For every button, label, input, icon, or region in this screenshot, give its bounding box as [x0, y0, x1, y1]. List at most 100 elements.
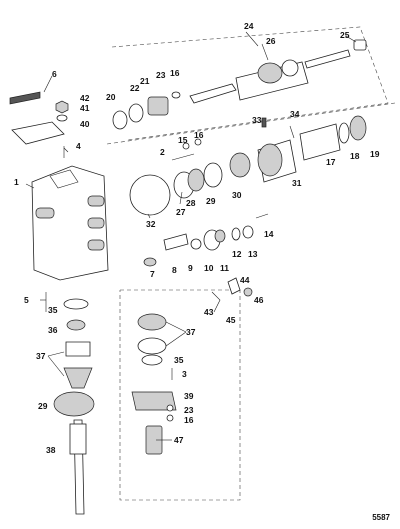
callout-6: 6	[52, 69, 57, 79]
nut-46	[243, 287, 253, 297]
callout-38: 38	[46, 445, 56, 455]
callout-36: 36	[48, 325, 58, 335]
screw-14	[255, 213, 269, 219]
driveshaft-assembly-outline	[111, 26, 389, 141]
callout-3: 3	[182, 369, 187, 379]
callout-11: 11	[220, 263, 229, 273]
callout-16-top: 16	[170, 68, 180, 78]
callout-8: 8	[172, 265, 177, 275]
callout-15: 15	[178, 135, 188, 145]
callout-30: 30	[232, 190, 242, 200]
seal-20	[112, 110, 128, 130]
callout-37-left: 37	[36, 351, 46, 361]
callout-37-right: 37	[186, 327, 196, 337]
seal-35-right	[141, 354, 163, 366]
callout-23: 23	[156, 70, 166, 80]
callout-21: 21	[140, 76, 150, 86]
callout-25: 25	[340, 30, 350, 40]
callout-41: 41	[80, 103, 90, 113]
callout-34: 34	[290, 109, 300, 119]
callout-24: 24	[244, 21, 254, 31]
gear-29-top	[203, 162, 223, 188]
bearing-28	[187, 168, 205, 192]
callout-35-right: 35	[174, 355, 184, 365]
clip-44	[227, 277, 241, 295]
callout-7-top: 7	[150, 269, 155, 279]
bearing-25	[353, 39, 367, 51]
callout-40: 40	[80, 119, 90, 129]
lower-assembly-outline	[119, 289, 241, 501]
sleeve-17	[299, 123, 341, 161]
callout-29-lower: 29	[38, 401, 48, 411]
callout-16-bottom: 16	[184, 415, 194, 425]
pin-33	[261, 117, 267, 128]
leader-lines	[245, 31, 259, 47]
callout-45: 45	[226, 315, 236, 325]
callout-39: 39	[184, 391, 194, 401]
callout-12: 12	[232, 249, 242, 259]
seal-35-left	[63, 298, 89, 310]
link-43	[211, 291, 221, 313]
callout-35-left: 35	[48, 305, 58, 315]
washer-23	[166, 404, 174, 412]
callout-17: 17	[326, 157, 336, 167]
callout-18: 18	[350, 151, 360, 161]
washer-16-bottom	[166, 414, 174, 422]
callout-46: 46	[254, 295, 264, 305]
oring-13	[242, 225, 254, 239]
gasket-32	[129, 174, 171, 216]
callout-14: 14	[264, 229, 274, 239]
oring-12	[231, 227, 241, 241]
washer-41	[56, 114, 68, 122]
shift-shaft-8	[163, 233, 189, 251]
callout-23-lower: 23	[184, 405, 194, 415]
race-18	[338, 122, 350, 144]
shim-bar	[9, 91, 41, 105]
nut-42	[55, 100, 69, 114]
bushing-11	[214, 229, 226, 243]
gear-housing	[31, 165, 109, 281]
figure-number: 5587	[372, 513, 390, 522]
callout-2: 2	[160, 147, 165, 157]
bearing-37-right-cup	[137, 337, 167, 355]
bearing-retainer-21	[147, 96, 169, 116]
callout-1: 1	[14, 177, 19, 187]
washer-15	[182, 142, 190, 150]
pin-34	[289, 125, 295, 139]
bolt-2	[171, 153, 195, 161]
callout-28: 28	[186, 198, 196, 208]
callout-31: 31	[292, 178, 302, 188]
washer-9	[190, 238, 202, 250]
callout-16-mid: 16	[194, 130, 204, 140]
callout-47: 47	[174, 435, 184, 445]
callout-5: 5	[24, 295, 29, 305]
washer-16-top	[171, 91, 181, 99]
callout-19: 19	[370, 149, 380, 159]
callout-10: 10	[204, 263, 214, 273]
nut-36	[66, 319, 86, 331]
washer-16-mid	[194, 138, 202, 146]
callout-32: 32	[146, 219, 156, 229]
callout-9: 9	[188, 263, 193, 273]
bearing-19	[349, 115, 367, 141]
bearing-37-right-top	[137, 313, 167, 331]
cover-plate	[11, 121, 65, 145]
callout-4: 4	[76, 141, 81, 151]
seal-22	[128, 103, 144, 123]
callout-22: 22	[130, 83, 140, 93]
gear-29-lower	[53, 391, 95, 417]
callout-43: 43	[204, 307, 214, 317]
callout-33: 33	[252, 115, 262, 125]
callout-42: 42	[80, 93, 90, 103]
pinion-gear	[63, 367, 93, 389]
spring-7	[143, 257, 157, 267]
driveshaft	[189, 49, 351, 104]
callout-13: 13	[248, 249, 258, 259]
bearing-30	[229, 152, 251, 178]
bearing-37-left	[65, 341, 91, 357]
callout-20: 20	[106, 92, 116, 102]
callout-27: 27	[176, 207, 186, 217]
callout-29-top: 29	[206, 196, 216, 206]
callout-26: 26	[266, 36, 276, 46]
